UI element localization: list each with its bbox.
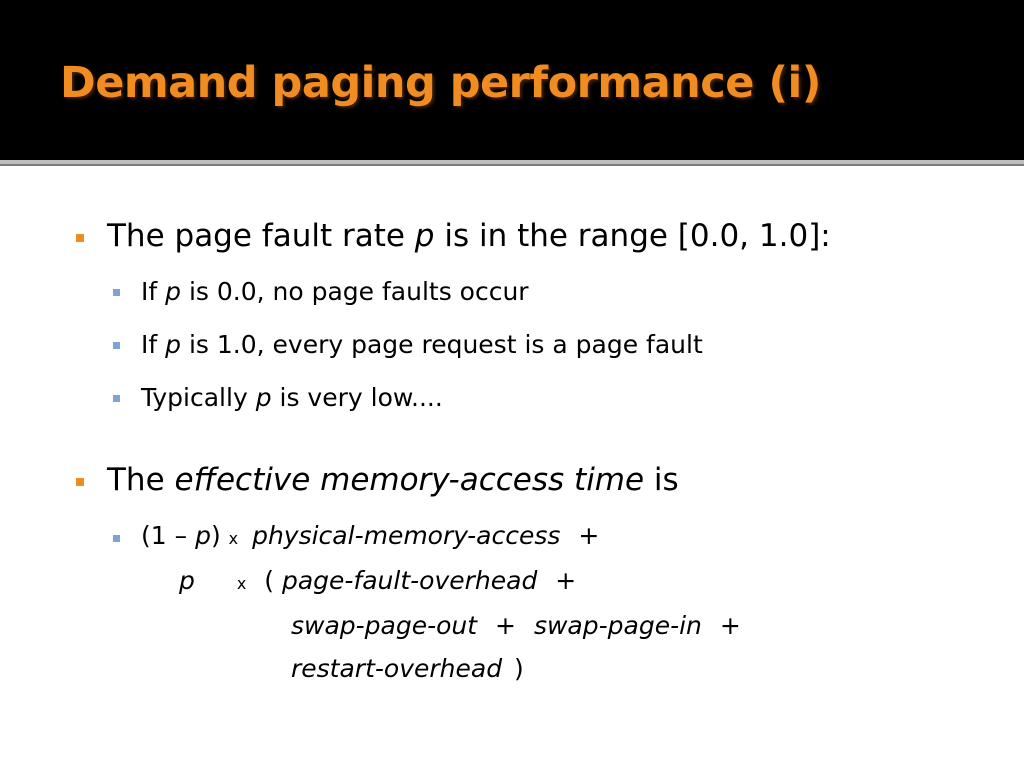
bullet-square-icon [76,478,84,486]
sub-bullet-square-icon [113,289,120,296]
formula-line-3: swap-page-out + swap-page-in + [291,611,741,640]
sub-bullet-p-zero: If p is 0.0, no page faults occur [141,277,529,306]
title-divider [0,160,1024,164]
bullet-text: is very low.... [271,383,443,412]
bullet-text: is 0.0, no page faults occur [181,277,529,306]
title-divider-shadow [0,164,1024,166]
variable-p: p [165,330,181,359]
bullet-text: If [141,277,166,306]
formula-line-2: p x ( page-fault-overhead + [179,566,576,595]
sub-bullet-square-icon [113,342,120,349]
bullet-text: Typically [141,383,256,412]
sub-bullet-square-icon [113,535,120,542]
bullet-page-fault-rate: The page fault rate p is in the range [0… [107,218,831,254]
formula-text: (1 – [141,521,196,550]
formula-text: ) [210,521,221,550]
emphasis-term: effective memory-access time [174,462,645,498]
bullet-text: The page fault rate [107,218,415,254]
formula-term: swap-page-in [533,611,702,640]
variable-p: p [179,566,195,595]
bullet-text: is [644,462,679,498]
formula-term: page-fault-overhead [281,566,538,595]
sub-bullet-typically-low: Typically p is very low.... [141,383,443,412]
times-symbol: x [228,529,239,548]
bullet-square-icon [76,234,84,242]
formula-text: ) [514,654,524,683]
sub-bullet-p-one: If p is 1.0, every page request is a pag… [141,330,703,359]
plus-symbol: + [719,611,741,640]
formula-line-1: (1 – p) x physical-memory-access + [141,521,599,550]
slide-title: Demand paging performance (i) [60,58,821,108]
bullet-text: If [141,330,166,359]
times-symbol: x [236,574,247,593]
formula-term: swap-page-out [291,611,478,640]
formula-term: physical-memory-access [252,521,561,550]
variable-p: p [255,383,272,412]
formula-term: restart-overhead [291,654,503,683]
title-bar: Demand paging performance (i) [0,0,1024,160]
bullet-text: is 1.0, every page request is a page fau… [181,330,703,359]
bullet-effective-access-time: The effective memory-access time is [107,462,679,498]
variable-p: p [165,277,181,306]
variable-p: p [195,521,211,550]
sub-bullet-square-icon [113,395,120,402]
plus-symbol: + [555,566,577,595]
formula-text: ( [264,566,275,595]
plus-symbol: + [578,521,600,550]
bullet-text: The [107,462,175,498]
plus-symbol: + [495,611,516,640]
formula-line-4: restart-overhead ) [291,654,524,683]
bullet-text: is in the range [0.0, 1.0]: [434,218,831,254]
variable-p: p [414,218,435,254]
